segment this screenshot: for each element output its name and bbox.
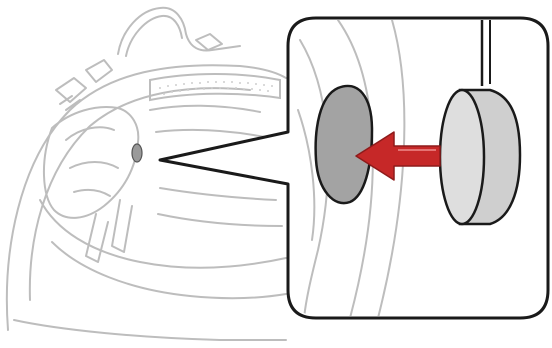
helmet-connector-second — [85, 59, 113, 83]
callout-liner-curve-1 — [299, 39, 330, 316]
helmet-textured-pad — [149, 73, 281, 102]
speaker-puck-face — [438, 88, 486, 226]
helmet-strap — [85, 199, 133, 263]
helmet-shell-inner-rim — [28, 87, 251, 301]
helmet-liner-rib-3 — [159, 187, 277, 201]
callout-content — [297, 20, 522, 316]
helmet-liner-rib-4 — [157, 213, 283, 227]
helmet-connector — [55, 77, 87, 111]
helmet-cable — [117, 6, 241, 55]
helmet-chin-pad-lower — [51, 241, 287, 300]
helmet-liner-rib-1 — [149, 104, 261, 113]
helmet-chin-pad — [39, 199, 287, 269]
helmet-clip — [195, 33, 223, 51]
helmet-lower-edge — [13, 319, 287, 341]
helmet-shell-outline — [5, 64, 287, 331]
helmet-speaker-pocket-small — [131, 143, 143, 163]
helmet-textured-pad-outline — [149, 73, 281, 102]
pocket-recess — [314, 84, 374, 205]
helmet-cheek-pad-inner — [65, 126, 119, 197]
helmet-illustration — [5, 6, 287, 341]
helmet-cable-second — [125, 14, 183, 57]
callout-bubble — [158, 16, 550, 320]
insert-arrow — [355, 131, 441, 181]
callout-liner-curve-4 — [297, 109, 316, 241]
helmet-liner-rib-2 — [155, 129, 271, 139]
helmet-cheek-pad — [43, 106, 140, 219]
